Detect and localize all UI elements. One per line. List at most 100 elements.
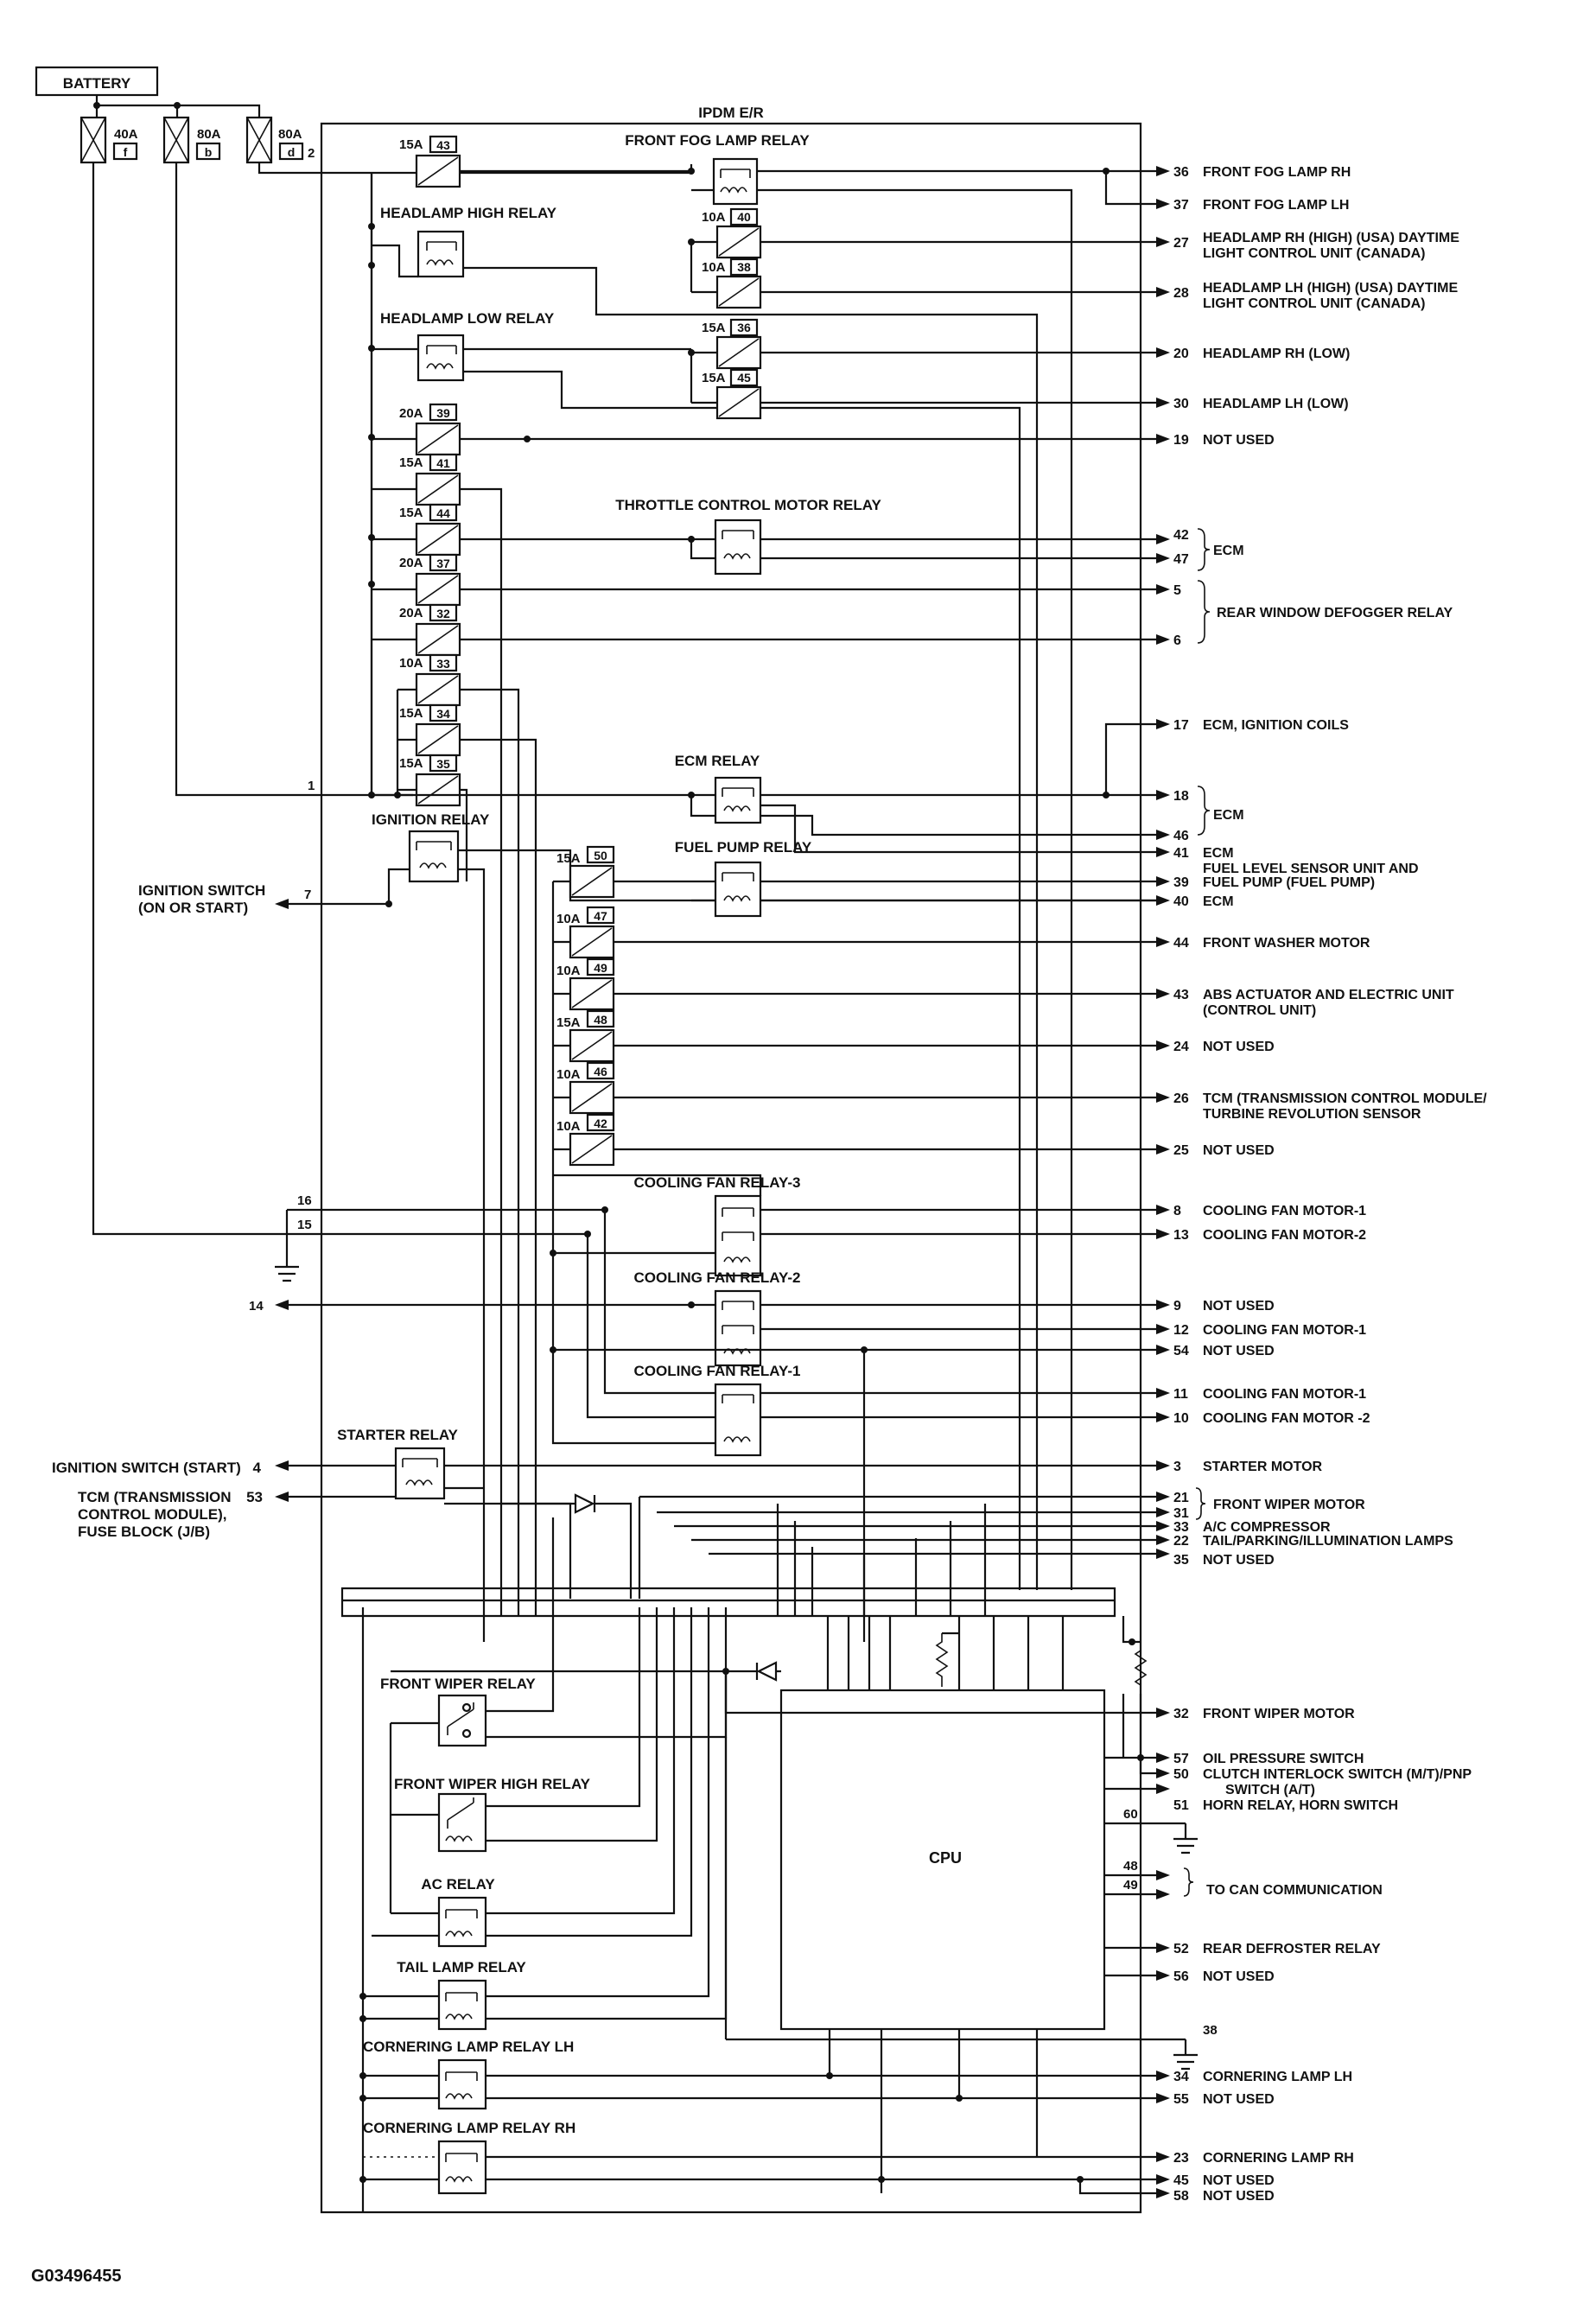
out-12-label: COOLING FAN MOTOR-1	[1203, 1323, 1366, 1338]
fuse-32: 20A 32	[399, 603, 461, 657]
fuse-44-num: 44	[436, 506, 450, 520]
cpu-terminal-49: 49	[1123, 1878, 1138, 1893]
out-22-num: 22	[1173, 1534, 1189, 1549]
out-42-num: 42	[1173, 528, 1189, 543]
front-fog-lamp-relay-label: FRONT FOG LAMP RELAY	[625, 132, 810, 149]
out-32-label: FRONT WIPER MOTOR	[1203, 1707, 1355, 1721]
group-ecm-18-46: ECM	[1213, 808, 1244, 823]
out-57-label: OIL PRESSURE SWITCH	[1203, 1752, 1364, 1766]
fuse-33: 10A 33	[399, 653, 461, 707]
out-34-num: 34	[1173, 2070, 1189, 2084]
fuse-43: 15A 43	[399, 135, 461, 188]
main-fuse-b-amp: 80A	[197, 127, 221, 142]
out-25-label: NOT USED	[1203, 1143, 1275, 1158]
cornering-lamp-relay-lh: CORNERING LAMP RELAY LH	[359, 2039, 1158, 2110]
left-terminals-16-15: 16 15	[275, 1193, 316, 1282]
battery: BATTERY	[35, 66, 159, 97]
wire-fuse41	[460, 487, 503, 1521]
cpu: CPU	[779, 1689, 1106, 2031]
cpu-bus-inputs	[826, 1616, 1148, 1695]
lower-feed-lines	[499, 1486, 987, 1616]
fuse-43-num: 43	[436, 138, 450, 152]
out-20-label: HEADLAMP RH (LOW)	[1203, 347, 1350, 361]
cooling-fan-relay-1: COOLING FAN RELAY-1	[551, 1253, 1158, 1457]
fuse-42: 10A 42	[556, 1113, 1158, 1167]
out-51-label: HORN RELAY, HORN SWITCH	[1203, 1798, 1398, 1813]
main-fuse-f-amp: 40A	[114, 127, 138, 142]
fuse-39: 20A 39	[399, 403, 461, 456]
out-13-num: 13	[1173, 1228, 1189, 1243]
out-40-label: ECM	[1203, 894, 1234, 909]
wire-fuse33	[460, 688, 520, 1486]
fuse-48: 15A 48	[556, 1009, 1158, 1063]
ipdm-frame: IPDM E/R	[320, 105, 1142, 2214]
fuse-column-2-feed	[551, 880, 570, 1151]
ignition-switch-start-label: IGNITION SWITCH (START)	[52, 1460, 241, 1476]
fuse-35-amp: 15A	[399, 756, 423, 771]
out-39-label-above: FUEL LEVEL SENSOR UNIT AND	[1203, 862, 1419, 876]
wire-80a-to-2	[258, 162, 372, 175]
out-27-label: HEADLAMP RH (HIGH) (USA) DAYTIME	[1203, 231, 1459, 245]
out-55-label: NOT USED	[1203, 2092, 1275, 2107]
wire-80a-to-1	[175, 162, 413, 797]
starter-left-labels: IGNITION SWITCH (START) 4 TCM (TRANSMISS…	[52, 1460, 263, 1540]
ecm-relay: ECM RELAY	[675, 722, 1158, 854]
fuse-33-num: 33	[436, 657, 450, 671]
out-28-label2: LIGHT CONTROL UNIT (CANADA)	[1203, 296, 1425, 311]
terminal-7: 7	[304, 887, 311, 902]
fuse-36: 15A 36	[691, 318, 1158, 370]
fuse-46: 10A 46	[556, 1061, 1158, 1115]
battery-label: BATTERY	[63, 75, 131, 92]
fuse-47-num: 47	[594, 909, 607, 923]
out-17-label: ECM, IGNITION COILS	[1203, 718, 1349, 733]
fuse-32-amp: 20A	[399, 606, 423, 620]
out-34-label: CORNERING LAMP LH	[1203, 2070, 1352, 2084]
cooling-fan-relay-3-label: COOLING FAN RELAY-3	[633, 1174, 800, 1191]
out-43-label: ABS ACTUATOR AND ELECTRIC UNIT	[1203, 988, 1454, 1002]
out-19-num: 19	[1173, 433, 1189, 448]
out-36-label: FRONT FOG LAMP RH	[1203, 165, 1351, 180]
out-51-num: 51	[1173, 1798, 1189, 1813]
wire-40a-to-16	[92, 162, 316, 1236]
output-labels: 36 FRONT FOG LAMP RH 37 FRONT FOG LAMP L…	[1123, 165, 1487, 2204]
fuse-36-amp: 15A	[702, 321, 726, 335]
out-30-label: HEADLAMP LH (LOW)	[1203, 397, 1349, 411]
fuse-47: 10A 47	[556, 906, 1158, 959]
cpu-terminal-60: 60	[1123, 1807, 1138, 1822]
fuse-33-amp: 10A	[399, 656, 423, 671]
out-35-num: 35	[1173, 1553, 1189, 1568]
out-28-num: 28	[1173, 286, 1189, 301]
out-46-num: 46	[1173, 829, 1189, 843]
battery-bus	[93, 95, 261, 118]
wire-fuse35	[460, 788, 468, 881]
fuse-47-amp: 10A	[556, 912, 581, 926]
out-5-num: 5	[1173, 583, 1181, 598]
out-50-label2: SWITCH (A/T)	[1225, 1783, 1315, 1797]
terminal-2: 2	[308, 146, 315, 161]
throttle-control-motor-relay: THROTTLE CONTROL MOTOR RELAY	[615, 497, 1158, 576]
tcm-label2: CONTROL MODULE),	[78, 1506, 227, 1523]
fuse-40-num: 40	[737, 210, 751, 224]
group-ecm-42-47: ECM	[1213, 544, 1244, 558]
out-44-num: 44	[1173, 936, 1189, 951]
out-20-num: 20	[1173, 347, 1189, 361]
fuse-41: 15A 41	[399, 453, 461, 506]
main-fuse-d: 80A d 2	[245, 116, 315, 164]
ignition-relay: IGNITION RELAY	[372, 811, 1158, 1642]
out-23-num: 23	[1173, 2151, 1189, 2166]
cooling-fan-relay-2-label: COOLING FAN RELAY-2	[633, 1269, 800, 1286]
fuse-39-num: 39	[436, 406, 450, 420]
out-57-num: 57	[1173, 1752, 1189, 1766]
out-6-num: 6	[1173, 633, 1181, 648]
front-fog-lamp-relay: FRONT FOG LAMP RELAY	[625, 132, 1158, 1590]
out-11-num: 11	[1173, 1387, 1188, 1402]
cpu-label: CPU	[929, 1849, 962, 1867]
out-17-num: 17	[1173, 718, 1189, 733]
tcm-label: TCM (TRANSMISSION	[78, 1489, 232, 1505]
out-28-label: HEADLAMP LH (HIGH) (USA) DAYTIME	[1203, 281, 1458, 296]
out-39-label: FUEL PUMP (FUEL PUMP)	[1203, 875, 1375, 890]
fuse-50-num: 50	[594, 849, 607, 862]
fuse-37-num: 37	[436, 557, 450, 570]
out-3-label: STARTER MOTOR	[1203, 1460, 1323, 1474]
